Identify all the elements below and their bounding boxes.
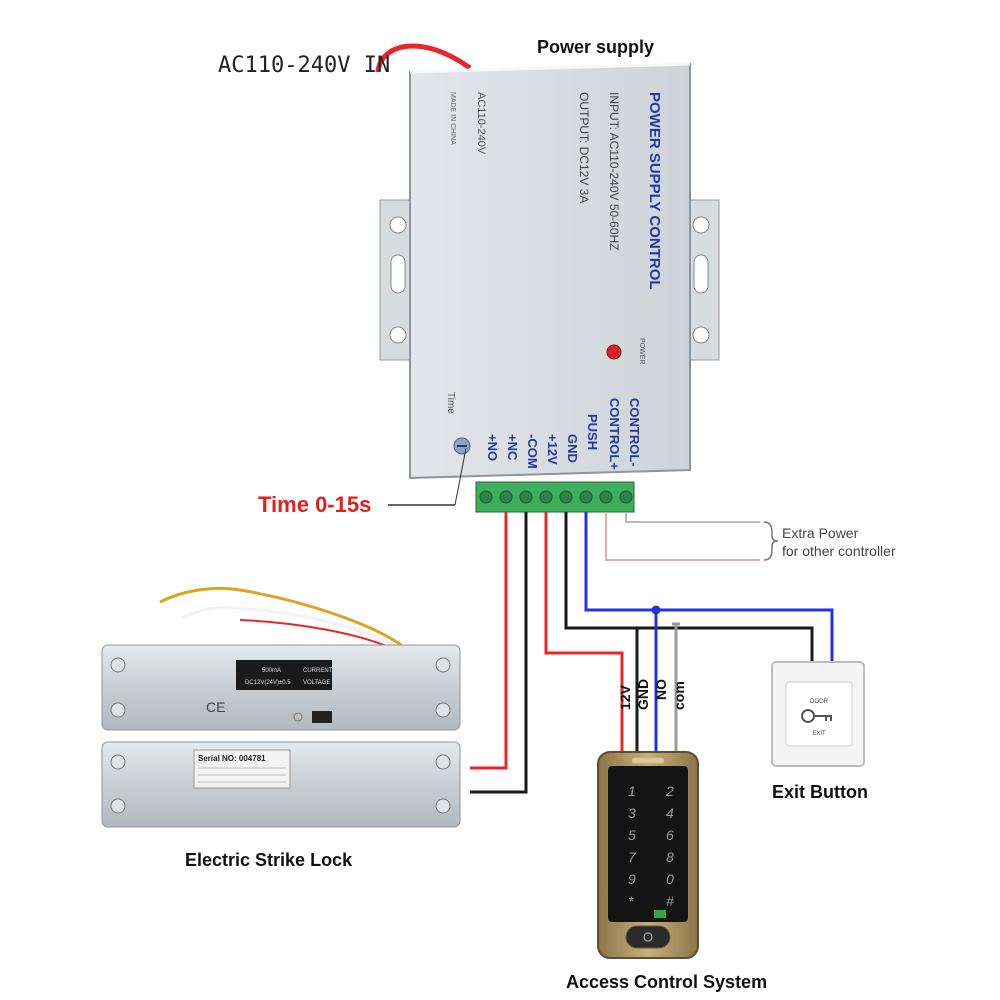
ce-mark: CE (206, 699, 225, 715)
power-led-label: POWER (638, 338, 645, 364)
extra-power-brace (763, 521, 779, 561)
strike-lock-label: Electric Strike Lock (185, 850, 353, 870)
wire-no-to-lock (470, 512, 508, 770)
ac-input-cable (375, 43, 472, 73)
lock-led-icon (293, 712, 303, 722)
wire-gnd-to-exit (637, 626, 814, 662)
exit-button-label: Exit Button (772, 782, 868, 802)
power-led-icon (606, 344, 622, 360)
keypad-key-0: 1 (628, 783, 636, 799)
keypad-key-8: 9 (628, 871, 636, 887)
keypad-key-7: 8 (666, 849, 674, 865)
lock-voltage-label: VOLTAGE (303, 680, 330, 686)
access-control-label: Access Control System (566, 972, 767, 992)
psu-side-voltage: AC110-240V (475, 92, 487, 155)
keypad-key-9: 0 (666, 871, 674, 887)
time-knob-label: Time (445, 392, 456, 414)
terminal-label-no: +NO (485, 434, 500, 461)
terminal-block (475, 481, 635, 513)
time-range-label: Time 0-15s (258, 492, 371, 517)
lock-switch-icon (312, 711, 332, 723)
keypad-key-4: 5 (628, 827, 636, 843)
electric-strike-lock: CURRENT 500mA VOLTAGE DC12V(24V)±0.5 CE … (101, 586, 461, 828)
keypad-key-6: 7 (628, 849, 637, 865)
push-junction (651, 605, 661, 615)
keypad-wire-label-com: com (671, 681, 687, 710)
lock-current-value: 500mA (262, 668, 281, 674)
terminal-label-control-minus: CONTROL- (627, 398, 642, 467)
keypad-wire-label-gnd: GND (635, 679, 651, 710)
psu-title: POWER SUPPLY CONTROL (646, 92, 663, 290)
terminal-label-gnd: GND (565, 434, 580, 463)
terminal-labels: +NO +NC -COM +12V GND PUSH CONTROL+ CONT… (485, 398, 642, 470)
extra-power-label-line2: for other controller (782, 543, 896, 559)
terminal-label-nc: +NC (505, 434, 520, 461)
terminal-label-12v: +12V (545, 434, 560, 465)
exit-button-door-text: DOOR (810, 699, 829, 705)
key-icon (801, 709, 832, 723)
exit-button-exit-text: EXIT (812, 731, 826, 737)
extra-power-label-line1: Extra Power (782, 525, 859, 541)
keypad-key-10: * (628, 893, 634, 909)
psu-made-in: MADE IN CHINA (449, 92, 456, 145)
keypad-key-5: 6 (666, 827, 674, 843)
terminal-label-push: PUSH (585, 414, 600, 450)
doorbell-icon (643, 932, 653, 942)
wire-12v-to-keypad (544, 512, 624, 752)
power-supply-unit: POWER SUPPLY CONTROL INPUT: AC110-240V 5… (379, 62, 720, 513)
keypad-key-2: 3 (628, 805, 636, 821)
extra-power-wire-white (625, 512, 760, 523)
lock-voltage-value: DC12V(24V)±0.5 (245, 680, 291, 686)
ac-input-label: AC110-240V IN (218, 53, 390, 78)
lock-current-label: CURRENT (303, 668, 333, 674)
wire-gnd-to-keypad (564, 512, 639, 752)
wire-com-to-lock (470, 512, 528, 794)
terminal-label-com: -COM (525, 434, 540, 469)
terminal-label-control-plus: CONTROL+ (607, 398, 622, 470)
lock-serial-number: Serial NO: 004781 (198, 754, 266, 763)
keypad-status-icon (654, 910, 666, 918)
wire-push-to-exit (584, 512, 834, 662)
keypad-key-1: 2 (665, 783, 674, 799)
power-supply-label: Power supply (537, 37, 654, 57)
keypad-wire-label-no: NO (653, 679, 669, 700)
psu-input-spec: INPUT: AC110-240V 50-60HZ (607, 92, 621, 251)
keypad-key-11: # (666, 893, 674, 909)
exit-button-device: DOOR EXIT (771, 661, 865, 767)
keypad-wire-label-12v: 12V (617, 684, 633, 710)
keypad-key-3: 4 (666, 805, 674, 821)
psu-output-spec: OUTPUT: DC12V 3A (577, 92, 591, 203)
extra-power-wire-pink (605, 512, 760, 561)
keypad-keys: 1 2 3 4 5 6 7 8 9 0 * # (628, 783, 674, 909)
access-control-keypad: 1 2 3 4 5 6 7 8 9 0 * # (597, 751, 699, 959)
